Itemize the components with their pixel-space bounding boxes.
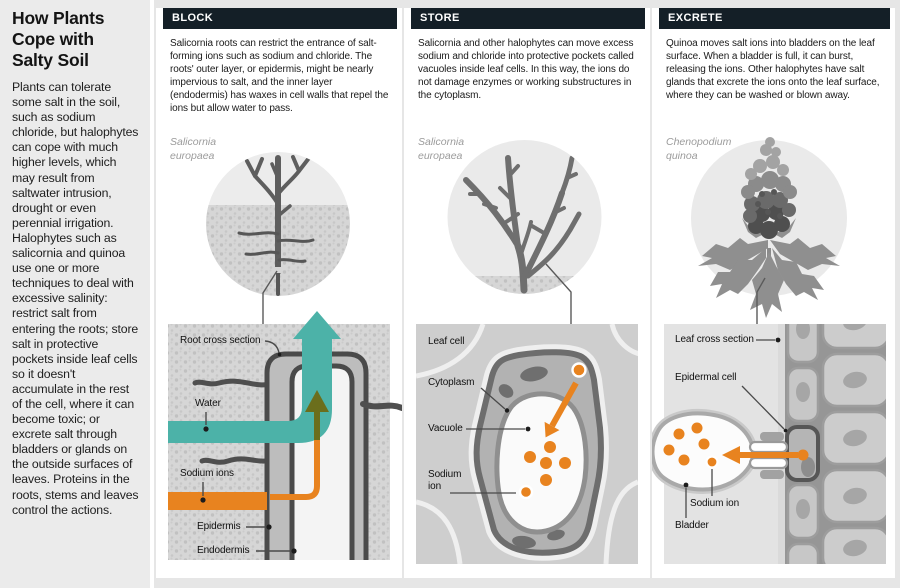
lateral-root-right bbox=[360, 401, 402, 411]
highlighted-cell-nucleus bbox=[801, 457, 815, 477]
label-leaf-cross-section: Leaf cross section bbox=[675, 334, 754, 345]
species-label-salicornia-2: Salicornia europaea bbox=[418, 136, 465, 162]
sodium-ions-in-vacuole bbox=[524, 441, 571, 486]
roots bbox=[237, 231, 315, 296]
label-root-cross-section: Root cross section bbox=[180, 335, 261, 346]
quinoa-seed-head bbox=[741, 137, 797, 239]
ion-transfer-arrow bbox=[549, 381, 579, 428]
sodium-ion-labeled bbox=[705, 455, 719, 469]
label-water: Water bbox=[195, 398, 221, 409]
lateral-roots bbox=[192, 378, 275, 465]
salicornia-plant bbox=[463, 155, 582, 294]
zoom-leader-line bbox=[262, 270, 278, 324]
quinoa-leaves bbox=[698, 218, 840, 318]
panel-block-title: BLOCK bbox=[172, 12, 214, 24]
panel-excrete-header-bar: EXCRETE bbox=[659, 8, 890, 29]
panel-excrete-title: EXCRETE bbox=[668, 12, 723, 24]
panel-block-header-bar: BLOCK bbox=[163, 8, 397, 29]
mixed-ion-arrow bbox=[305, 390, 329, 440]
panel-excrete: EXCRETE Quinoa moves salt ions into blad… bbox=[652, 8, 895, 578]
label-dots bbox=[200, 352, 297, 554]
excrete-diagram-art bbox=[652, 137, 886, 564]
label-sodium-ions: Sodium ions bbox=[180, 468, 234, 479]
intro-sidebar: How Plants Cope with Salty Soil Plants c… bbox=[0, 0, 150, 588]
page-title: How Plants Cope with Salty Soil bbox=[12, 8, 105, 70]
label-leaf-cell: Leaf cell bbox=[428, 336, 465, 347]
panel-block-text: Salicornia roots can restrict the entran… bbox=[170, 38, 389, 114]
label-bladder: Bladder bbox=[675, 520, 709, 531]
label-cytoplasm: Cytoplasm bbox=[428, 377, 475, 388]
sodium-ions-in-bladder bbox=[663, 422, 710, 466]
pore-channel bbox=[748, 440, 789, 454]
organelles bbox=[498, 366, 565, 549]
intro-text: Plants can tolerate some salt in the soi… bbox=[12, 80, 139, 517]
label-sodium-ion: Sodium ion bbox=[690, 498, 740, 509]
sodium-ion-in-cell bbox=[797, 449, 809, 461]
label-leader-lines bbox=[685, 339, 785, 518]
panel-store: STORE Salicornia and other halophytes ca… bbox=[404, 8, 650, 578]
salicornia-shoot-illustration bbox=[447, 140, 602, 294]
sodium-ion-labeled bbox=[518, 484, 534, 500]
panel-store-title: STORE bbox=[420, 12, 460, 24]
label-leader-lines bbox=[450, 387, 525, 494]
species-label-quinoa: Chenopodium quinoa bbox=[666, 136, 732, 162]
label-epidermal-cell: Epidermal cell bbox=[675, 372, 737, 383]
store-diagram-art bbox=[416, 140, 638, 564]
sodium-flow bbox=[168, 438, 320, 510]
label-dots bbox=[504, 408, 531, 432]
excretion-arrowhead bbox=[722, 446, 740, 464]
zoom-leader-line bbox=[545, 263, 572, 324]
pore-channel bbox=[748, 456, 789, 470]
ion-transfer-arrowhead bbox=[544, 421, 560, 438]
label-vacuole: Vacuole bbox=[428, 423, 463, 434]
species-label-salicornia: Salicornia europaea bbox=[170, 136, 217, 162]
quinoa-plant bbox=[698, 137, 840, 318]
salicornia-roots-illustration bbox=[206, 152, 350, 296]
label-epidermis: Epidermis bbox=[197, 521, 241, 532]
label-sodium-ion: Sodium ion bbox=[428, 469, 462, 492]
leaf-cell-diagram bbox=[416, 324, 638, 564]
panel-store-header-bar: STORE bbox=[411, 8, 645, 29]
neighbor-cell-walls bbox=[416, 324, 638, 564]
vertical-divider bbox=[150, 0, 154, 588]
panel-excrete-text: Quinoa moves salt ions into bladders on … bbox=[666, 38, 880, 101]
zoom-leader-line bbox=[756, 277, 766, 324]
panel-block: BLOCK Salicornia roots can restrict the … bbox=[156, 8, 402, 578]
block-diagram-art bbox=[168, 152, 402, 560]
label-leader-lines bbox=[202, 340, 290, 552]
panel-store-text: Salicornia and other halophytes can move… bbox=[418, 38, 634, 101]
cell-nuclei bbox=[796, 324, 867, 557]
sodium-ion-entering bbox=[571, 362, 587, 378]
label-dots bbox=[683, 337, 788, 488]
label-endodermis: Endodermis bbox=[197, 545, 250, 556]
